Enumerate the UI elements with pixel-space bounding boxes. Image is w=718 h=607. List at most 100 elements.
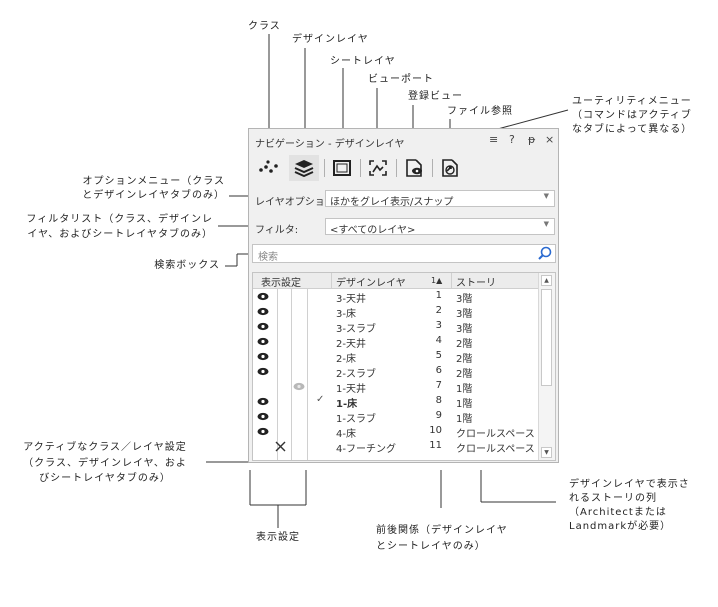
callout-option-menu-1: オプションメニュー（クラス [82, 176, 225, 187]
callout-search-box: 検索ボックス [154, 260, 220, 271]
scroll-down-icon[interactable]: ▼ [541, 447, 552, 458]
eye-icon[interactable] [257, 307, 269, 316]
sheet-layer-icon [333, 160, 351, 176]
col-stacking[interactable]: 1▲ [431, 276, 443, 285]
story-name: 3階 [456, 309, 473, 320]
callout-filter-list-1: フィルタリスト（クラス、デザインレ [26, 214, 213, 225]
callout-story-col-1: デザインレイヤで表示さ [569, 479, 690, 490]
col-visibility[interactable]: 表示設定 [261, 278, 301, 289]
tab-file-references[interactable] [435, 155, 465, 181]
table-row[interactable]: 1-天井 7 1階 [253, 379, 539, 395]
close-icon[interactable]: × [545, 133, 555, 146]
story-name: 3階 [456, 324, 473, 335]
eye-icon[interactable] [257, 367, 269, 376]
eye-icon[interactable] [257, 397, 269, 406]
stack-order: 7 [435, 380, 442, 391]
callout-utility-note-2: なタブによって異なる） [572, 124, 693, 135]
stack-order: 6 [435, 365, 442, 376]
layer-name: 4-床 [336, 429, 356, 440]
callout-design-layer: デザインレイヤ [292, 34, 369, 45]
layer-option-dropdown[interactable]: ほかをグレイ表示/スナップ ▼ [325, 190, 555, 208]
callout-stacking-2: とシートレイヤのみ） [376, 541, 486, 552]
callout-active-set-2: （クラス、デザインレイヤ、およ [23, 458, 187, 469]
col-divider [451, 273, 452, 288]
table-row[interactable]: 4-フーチング 11 クロールスペース [253, 439, 539, 455]
search-icon[interactable] [538, 246, 552, 260]
palette-title: ナビゲーション - デザインレイヤ [255, 139, 405, 150]
invisible-x-icon[interactable] [274, 440, 287, 453]
layer-name: 3-スラブ [336, 324, 376, 335]
callout-file-ref: ファイル参照 [447, 106, 513, 117]
eye-icon[interactable] [257, 337, 269, 346]
tab-saved-views[interactable] [399, 155, 429, 181]
story-name: 2階 [456, 339, 473, 350]
story-name: 1階 [456, 414, 473, 425]
layer-name: 4-フーチング [336, 444, 396, 455]
callout-story-col-2: れるストーリの列 [569, 493, 657, 504]
layer-name: 3-天井 [336, 294, 366, 305]
eye-icon[interactable] [257, 292, 269, 301]
stack-order: 1 [435, 290, 442, 301]
pin-icon[interactable]: ᵽ [528, 133, 536, 146]
col-divider [307, 288, 308, 460]
story-name: 2階 [456, 369, 473, 380]
story-name: 2階 [456, 354, 473, 365]
layer-name: 1-天井 [336, 384, 366, 395]
col-divider [331, 273, 332, 288]
callout-utility-note-1: （コマンドはアクティブ [572, 110, 692, 121]
layer-name: 1-スラブ [336, 414, 376, 425]
table-header: 表示設定 デザインレイヤ 1▲ ストーリ [253, 273, 539, 289]
filter-label: フィルタ: [255, 225, 299, 236]
callout-visibility: 表示設定 [256, 532, 300, 543]
layer-name: 3-床 [336, 309, 356, 320]
utility-menu-icon[interactable]: ≡ [489, 133, 499, 146]
scroll-thumb[interactable] [541, 289, 552, 386]
eye-icon[interactable] [257, 322, 269, 331]
stack-order: 11 [429, 440, 442, 451]
story-name: 1階 [456, 399, 473, 410]
design-layer-icon [294, 160, 314, 177]
gray-eye-icon[interactable] [293, 382, 305, 391]
viewport-icon [369, 160, 387, 176]
search-input[interactable]: 検索 [258, 252, 278, 263]
tab-bar [249, 153, 558, 185]
callout-saved-view: 登録ビュー [408, 91, 463, 102]
scroll-up-icon[interactable]: ▲ [541, 275, 552, 286]
stack-order: 10 [429, 425, 442, 436]
layer-option-value: ほかをグレイ表示/スナップ [330, 197, 454, 208]
callout-viewport: ビューポート [368, 74, 434, 85]
tab-sheet-layers[interactable] [327, 155, 357, 181]
tab-classes[interactable] [254, 155, 284, 181]
callout-stacking-1: 前後関係（デザインレイヤ [376, 525, 508, 536]
col-story[interactable]: ストーリ [456, 278, 496, 289]
tab-design-layers[interactable] [289, 155, 319, 181]
story-name: 1階 [456, 384, 473, 395]
filter-dropdown[interactable]: <すべてのレイヤ> ▼ [325, 218, 555, 236]
callout-active-set-1: アクティブなクラス／レイヤ設定 [23, 442, 187, 453]
col-divider [291, 288, 292, 460]
eye-icon[interactable] [257, 412, 269, 421]
search-box[interactable]: 検索 [252, 244, 556, 263]
eye-icon[interactable] [257, 427, 269, 436]
callout-story-col-3: （Architectまたは [569, 507, 667, 518]
help-icon[interactable]: ? [509, 133, 515, 146]
col-layer[interactable]: デザインレイヤ [336, 278, 406, 289]
col-divider [277, 288, 278, 460]
story-name: クロールスペース [456, 444, 535, 455]
file-ref-icon [442, 159, 458, 177]
scrollbar[interactable]: ▲ ▼ [538, 273, 555, 460]
active-check-icon: ✓ [316, 394, 325, 405]
eye-icon[interactable] [257, 352, 269, 361]
tab-viewports[interactable] [363, 155, 393, 181]
stack-order: 4 [435, 335, 442, 346]
callout-sheet-layer: シートレイヤ [330, 56, 396, 67]
